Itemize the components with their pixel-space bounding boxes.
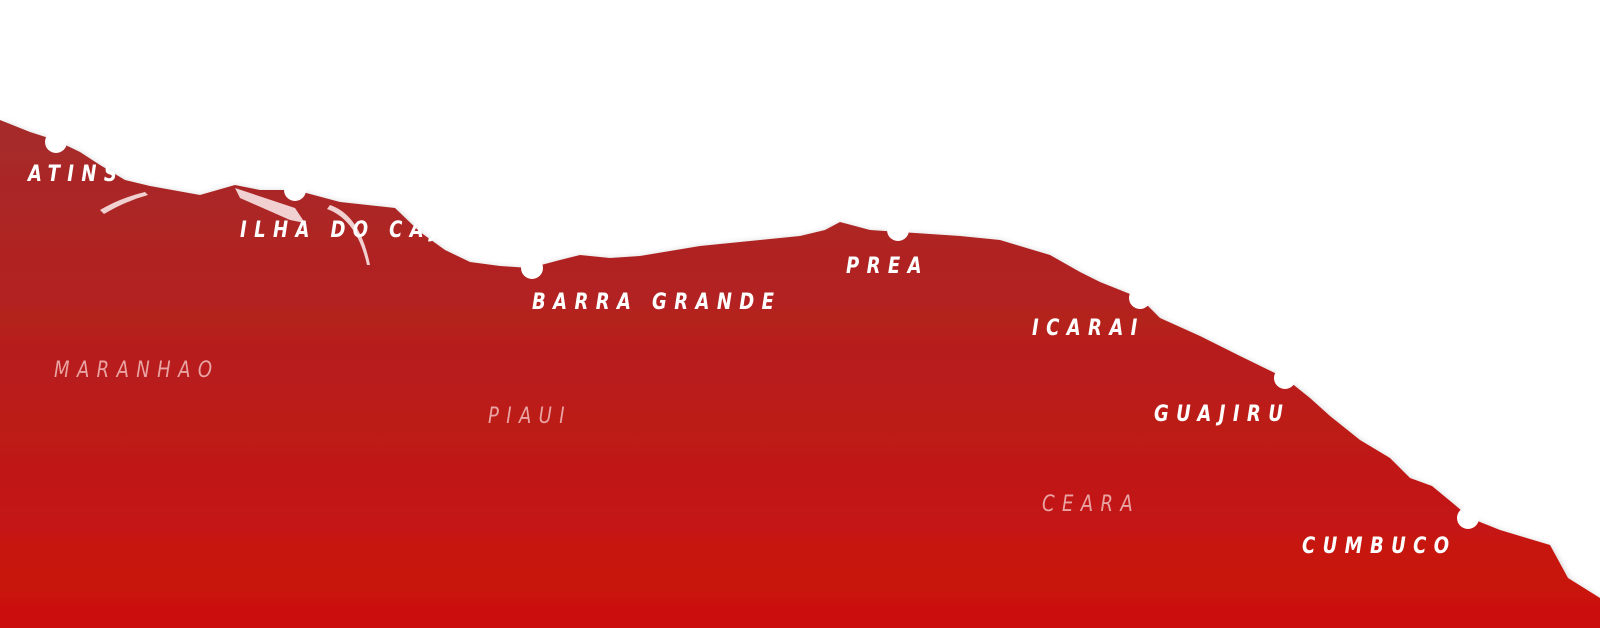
marker-guajiru[interactable]: [1274, 367, 1296, 389]
coastline-land: [0, 120, 1600, 628]
city-label-cumbuco[interactable]: CUMBUCO: [1302, 534, 1457, 559]
marker-barra-grande[interactable]: [521, 257, 543, 279]
city-label-prea[interactable]: PREA: [846, 254, 929, 279]
state-label-maranhao: MARANHAO: [54, 358, 220, 383]
location-markers: [45, 131, 1479, 529]
state-label-ceara: CEARA: [1042, 492, 1141, 517]
city-label-ilha-do-caju[interactable]: ILHA DO CAJU: [240, 218, 468, 243]
marker-prea[interactable]: [887, 219, 909, 241]
marker-icarai[interactable]: [1129, 287, 1151, 309]
city-label-atins[interactable]: ATINS: [28, 162, 125, 187]
city-label-guajiru[interactable]: GUAJIRU: [1154, 402, 1291, 427]
city-label-icarai[interactable]: ICARAI: [1032, 316, 1145, 341]
state-label-piaui: PIAUI: [488, 404, 572, 429]
rivers: [100, 188, 370, 265]
city-label-barra-grande[interactable]: BARRA GRANDE: [532, 290, 782, 315]
marker-atins[interactable]: [45, 131, 67, 153]
marker-cumbuco[interactable]: [1457, 507, 1479, 529]
marker-ilha-do-caju[interactable]: [284, 179, 306, 201]
